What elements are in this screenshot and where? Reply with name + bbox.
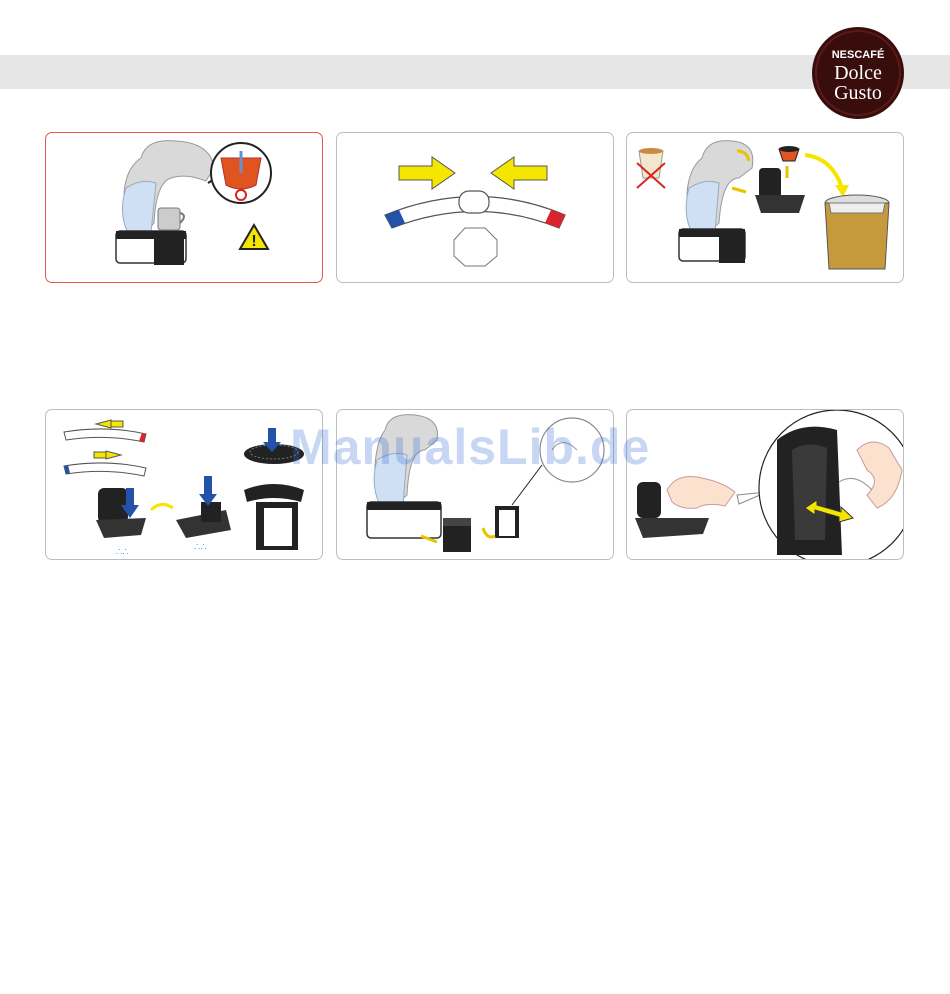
capsule-holder-icon	[755, 146, 805, 213]
container-icon	[483, 506, 519, 538]
curved-arrow-icon	[805, 155, 849, 197]
hand-icon	[667, 477, 735, 509]
header-band	[0, 55, 950, 89]
panel-overheat-warning: !	[45, 132, 323, 283]
coffee-machine-illustration	[116, 141, 214, 265]
panel-clean-needle	[626, 409, 904, 560]
panel-handle-slide	[336, 132, 614, 283]
container-icon	[244, 484, 304, 550]
capsule-zoom-icon	[208, 143, 271, 203]
no-cup-icon	[637, 148, 665, 188]
handle-bar-illustration	[385, 191, 565, 228]
drip-tray-wash-icon: ∴∴	[176, 476, 231, 553]
left-arrow-icon	[491, 157, 547, 189]
svg-text:∴∴: ∴∴	[194, 542, 207, 553]
coffee-machine-illustration	[679, 141, 753, 263]
octagon-icon	[454, 228, 497, 266]
panel-empty-capsule	[626, 132, 904, 283]
handle-slide-left	[64, 420, 146, 442]
nescafe-dolce-gusto-logo: NESCAFÉ Dolce Gusto	[811, 26, 905, 120]
logo-line1: NESCAFÉ	[832, 48, 885, 61]
logo-line2: Dolce	[834, 62, 882, 84]
handle-slide-right	[64, 451, 146, 476]
svg-text:∴∴: ∴∴	[116, 547, 129, 558]
warning-triangle-icon: !	[240, 225, 268, 250]
panel-clean-parts: ∴∴ ∴∴	[45, 409, 323, 560]
logo-line3: Gusto	[834, 82, 882, 104]
curved-arrow-icon	[151, 504, 173, 510]
drip-tray-icon	[443, 518, 471, 552]
holder-closeup-icon	[777, 427, 842, 555]
watermark: ManualsLib.de	[290, 418, 650, 476]
right-arrow-icon	[399, 157, 455, 189]
svg-text:!: !	[251, 233, 256, 250]
capsule-holder-wash-icon: ∴∴	[96, 488, 146, 558]
waste-bin-icon	[825, 195, 889, 269]
